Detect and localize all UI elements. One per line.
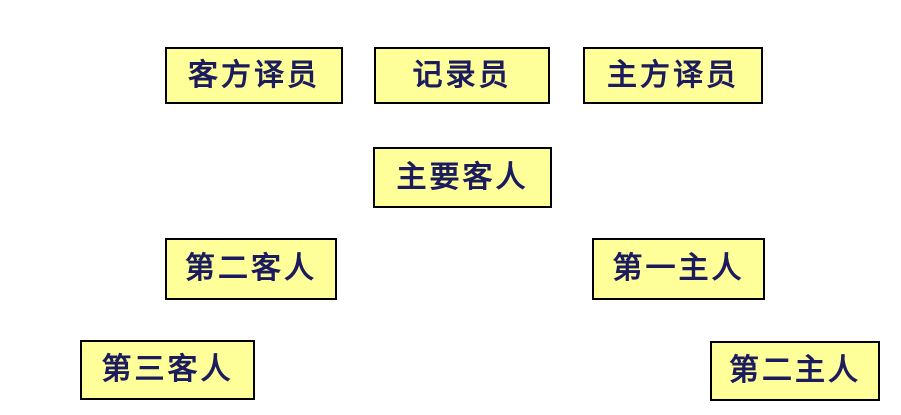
seat-box-main-guest: 主要客人 (373, 147, 552, 208)
seat-label-third-guest: 第三客人 (101, 352, 234, 387)
seat-label-second-guest: 第二客人 (185, 251, 317, 286)
seat-box-third-guest: 第三客人 (80, 340, 255, 400)
seat-label-host-side-interpreter: 主方译员 (607, 57, 739, 93)
seat-box-host-side-interpreter: 主方译员 (583, 47, 763, 104)
seat-label-guest-side-interpreter: 客方译员 (188, 57, 320, 93)
seat-box-second-host: 第二主人 (710, 341, 880, 401)
seat-label-main-guest: 主要客人 (396, 159, 529, 195)
seat-box-guest-side-interpreter: 客方译员 (165, 47, 343, 104)
seat-box-recorder: 记录员 (374, 47, 550, 104)
seat-label-second-host: 第二主人 (729, 353, 861, 388)
seat-label-first-host: 第一主人 (612, 251, 745, 286)
seat-label-recorder: 记录员 (412, 57, 512, 93)
seat-box-second-guest: 第二客人 (165, 238, 337, 300)
seat-box-first-host: 第一主人 (592, 238, 765, 300)
